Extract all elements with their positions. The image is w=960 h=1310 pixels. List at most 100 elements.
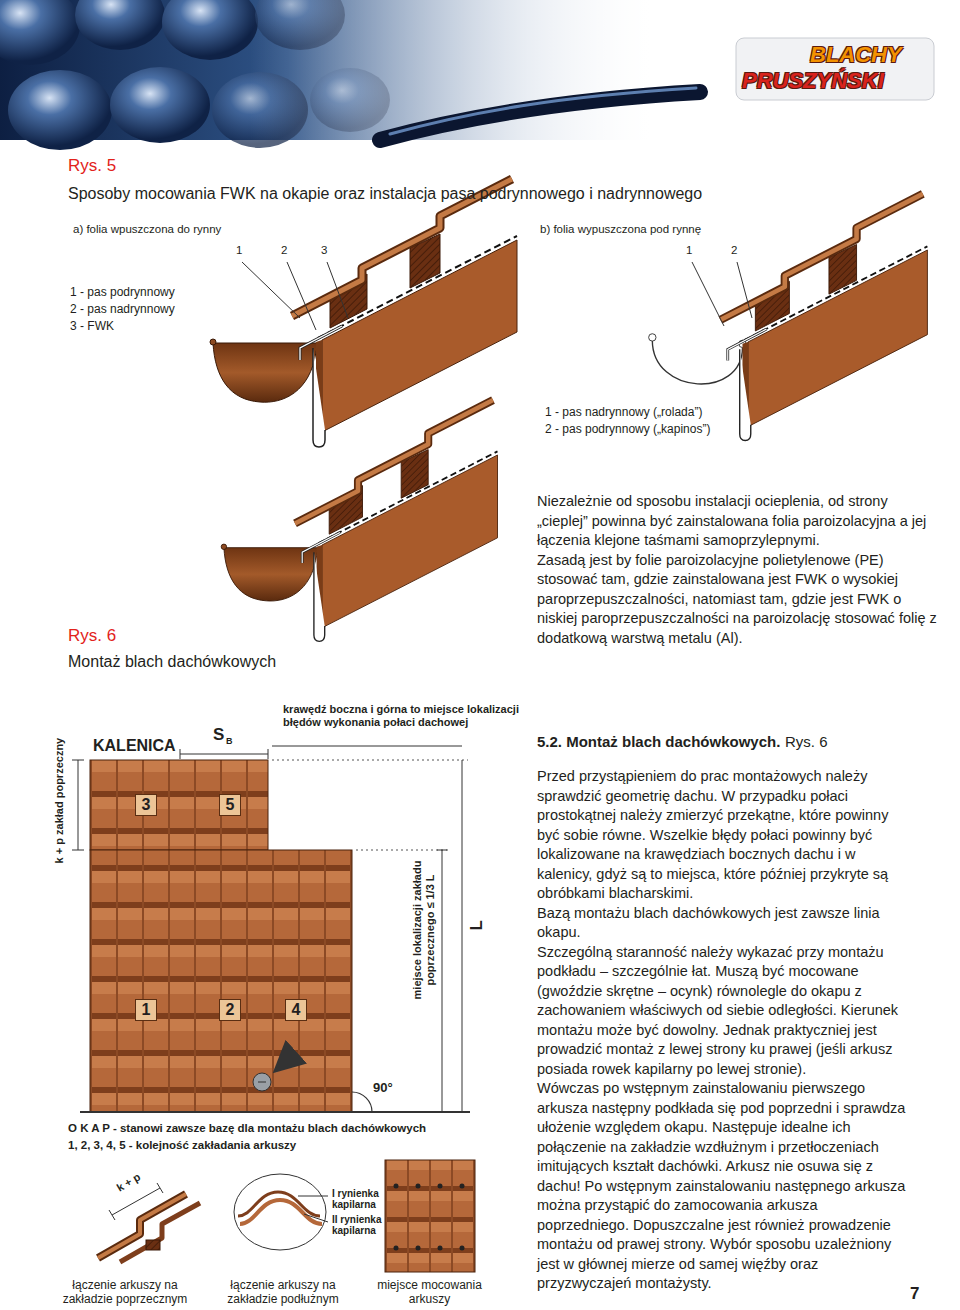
leader-line <box>298 1196 328 1197</box>
logo-text: PRUSZYŃSKI <box>742 68 884 94</box>
dimension-tick <box>109 1210 115 1220</box>
annotation: O K A P - stanowi zawsze bazę dla montaż… <box>68 1122 426 1136</box>
leader-line <box>304 1214 328 1222</box>
figure-number: Rys. 5 <box>68 156 116 176</box>
body-paragraph: Szczególną staranność należy wykazać prz… <box>537 943 909 1080</box>
angle-label: 90° <box>373 1080 393 1096</box>
sequence-number: 3 <box>142 796 151 814</box>
gutter-rim <box>649 334 656 341</box>
sequence-box: 5 <box>219 794 241 816</box>
detail-caption: miejsce mocowania arkuszy <box>372 1278 487 1306</box>
sequence-number: 4 <box>292 1001 301 1019</box>
figure-number: Rys. 6 <box>68 626 116 646</box>
sheet-profile <box>120 1203 200 1262</box>
detail-caption: łączenie arkuszy na zakładzie podłużnym <box>218 1278 348 1306</box>
subfigure-caption: a) folia wpuszczona do rynny <box>73 223 221 237</box>
key-entry: 2 - pas podrynnowy („kapinos”) <box>545 422 710 436</box>
batten <box>146 1240 160 1250</box>
key-entry: 1 - pas podrynnowy <box>70 285 175 299</box>
header-white <box>650 0 960 140</box>
note-paragraph: Zasadą jest by folie paroizolacyjne poli… <box>537 551 937 649</box>
tile-bulge <box>8 70 112 150</box>
sequence-box: 4 <box>285 999 307 1021</box>
dimension-tick <box>72 850 84 851</box>
figure-title: Montaż blach dachówkowych <box>68 652 276 671</box>
eaves-line <box>80 1111 470 1113</box>
tile-bulge <box>0 0 80 65</box>
sequence-box: 3 <box>135 794 157 816</box>
fastener-arrow <box>275 1052 296 1071</box>
right-angle-arc <box>352 1092 372 1112</box>
section-heading: Rys. 6 <box>785 733 828 751</box>
subfigure-caption: b) folia wypuszczona pod rynnę <box>540 223 701 237</box>
annotation: 1, 2, 3, 4, 5 - kolejność zakładania ark… <box>68 1139 296 1153</box>
fastener-dot <box>460 1246 465 1251</box>
fastener-dot <box>438 1184 443 1189</box>
detail-label: II rynienka kapilarna <box>332 1214 394 1236</box>
callout-number: 2 <box>281 244 287 258</box>
dimension-label: L <box>467 920 487 930</box>
key-entry: 3 - FWK <box>70 319 114 333</box>
dimension-tick <box>437 850 447 851</box>
dimension-tick <box>180 749 181 759</box>
callout-number: 1 <box>236 244 242 258</box>
leader-line <box>692 262 724 326</box>
fastener-dot <box>394 1246 399 1251</box>
extension-line <box>272 760 468 761</box>
tile-bulge <box>162 0 258 60</box>
logo-backdrop <box>736 38 934 100</box>
dimension-line <box>78 760 79 850</box>
leader-line <box>327 262 348 318</box>
dimension-line <box>462 760 463 1112</box>
sequence-box: 1 <box>135 999 157 1021</box>
fastener-dot <box>416 1184 421 1189</box>
text-column: Przed przystąpieniem do prac montażowych… <box>537 767 909 1294</box>
dimension-line <box>180 754 268 755</box>
callout-number: 1 <box>686 244 692 258</box>
fastener-dot <box>460 1184 465 1189</box>
dimension-label: miejsce lokalizacji zakładu poprzecznego… <box>411 855 437 1005</box>
sequence-number: 5 <box>226 796 235 814</box>
body-paragraph: Przed przystąpieniem do prac montażowych… <box>537 767 909 904</box>
gutter-highlight <box>390 88 696 134</box>
roof-sheet-lower <box>90 850 352 1112</box>
tile-bulge <box>110 67 210 143</box>
callout-number: 2 <box>731 244 737 258</box>
sequence-number: 2 <box>226 1001 235 1019</box>
extension-line <box>356 850 448 851</box>
ridge-label: KALENICA <box>93 736 176 755</box>
gutter-photo <box>380 92 700 140</box>
fastener-dot <box>438 1246 443 1251</box>
tile-bulge <box>75 0 165 50</box>
roof-section <box>295 400 498 641</box>
sheet-detail <box>385 1160 475 1272</box>
key-entry: 1 - pas nadrynnowy („rolada”) <box>545 405 702 419</box>
body-paragraph: Bazą montażu blach dachówkowych jest zaw… <box>537 904 909 943</box>
leader-line <box>242 262 300 318</box>
page-number: 7 <box>910 1284 919 1304</box>
key-entry: 2 - pas nadrynnowy <box>70 302 175 316</box>
dimension-subscript: B <box>226 736 233 747</box>
dimension-label: k + p <box>114 1170 143 1194</box>
detail-circle <box>234 1174 326 1250</box>
note-paragraph: Niezależnie od sposobu instalacji ociepl… <box>537 492 937 551</box>
dimension-line <box>442 850 443 1112</box>
figure-6-roof <box>221 400 497 641</box>
leader-line <box>272 746 462 747</box>
figure-title: Sposoby mocowania FWK na okapie oraz ins… <box>68 184 948 203</box>
leader-line <box>287 262 316 330</box>
dimension-tick <box>268 749 269 759</box>
detail-label: I rynienka kapilarna <box>332 1188 394 1210</box>
dimension-label: S <box>213 725 224 745</box>
dimension-tick <box>157 1183 163 1193</box>
detail-caption: łączenie arkuszy na zakładzie poprzeczny… <box>60 1278 190 1306</box>
section-heading: 5.2. Montaż blach dachówkowych. <box>537 733 780 751</box>
sequence-box: 2 <box>219 999 241 1021</box>
text-column: Niezależnie od sposobu instalacji ociepl… <box>537 492 937 648</box>
sequence-number: 1 <box>142 1001 151 1019</box>
fastener-dot <box>394 1184 399 1189</box>
gutter-outline <box>652 340 742 384</box>
roof-sheet-upper <box>90 760 268 850</box>
